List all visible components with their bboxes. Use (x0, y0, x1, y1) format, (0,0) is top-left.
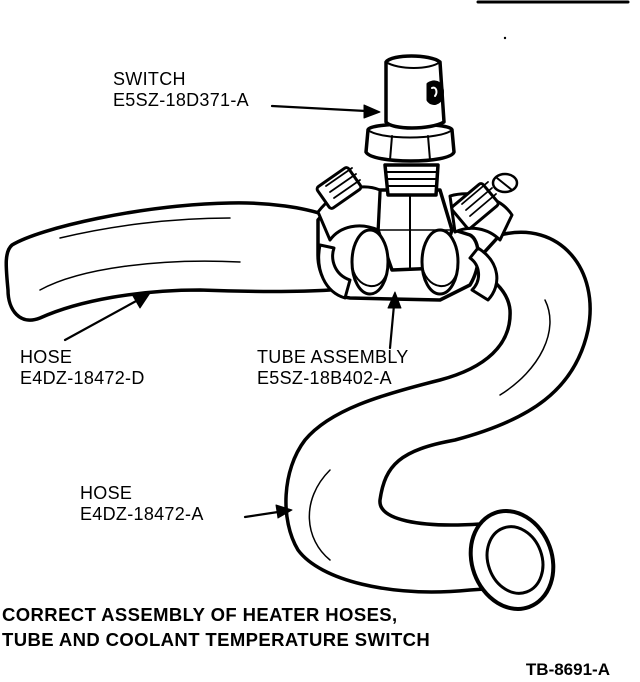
leader-arrows (63, 104, 402, 519)
switch-leader-arrow (270, 104, 381, 119)
tube-assembly-label-part: E5SZ-18B402-A (257, 368, 392, 388)
left-hose (4, 201, 332, 322)
left-hose-label-part: E4DZ-18472-D (20, 368, 145, 388)
tube-assembly-leader-arrow (387, 291, 402, 350)
left-hose-clamp (315, 166, 382, 300)
right-hose-clamp (448, 172, 519, 302)
tube-assembly-label-name: TUBE ASSEMBLY (257, 347, 409, 367)
switch-label-part: E5SZ-18D371-A (113, 90, 249, 110)
caption-line-1: CORRECT ASSEMBLY OF HEATER HOSES, (2, 604, 398, 625)
tube-assembly-label: TUBE ASSEMBLY E5SZ-18B402-A (257, 347, 409, 389)
left-hose-label: HOSE E4DZ-18472-D (20, 347, 145, 389)
lower-hose-leader-arrow (243, 504, 293, 519)
lower-hose-label-name: HOSE (80, 483, 133, 503)
caption-line-2: TUBE AND COOLANT TEMPERATURE SWITCH (2, 629, 431, 650)
left-hose-label-name: HOSE (20, 347, 73, 367)
figure-number: TB-8691-A (525, 660, 610, 679)
switch-label-name: SWITCH (113, 69, 186, 89)
switch-label: SWITCH E5SZ-18D371-A (113, 69, 249, 111)
figure-caption: CORRECT ASSEMBLY OF HEATER HOSES, TUBE A… (2, 602, 430, 652)
left-hose-leader-arrow (63, 292, 151, 342)
stray-mark (503, 36, 507, 40)
lower-hose-label-part: E4DZ-18472-A (80, 504, 204, 524)
lower-hose (284, 230, 592, 611)
temperature-switch (364, 54, 456, 197)
lower-hose-label: HOSE E4DZ-18472-A (80, 483, 204, 525)
